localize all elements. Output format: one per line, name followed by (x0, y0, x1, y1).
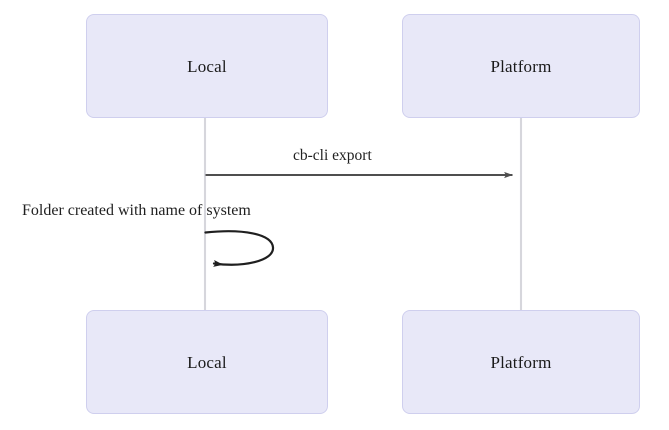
actor-box-local-bottom[interactable]: Local (86, 310, 328, 414)
actor-box-local-top[interactable]: Local (86, 14, 328, 118)
actor-label-platform-top: Platform (490, 56, 552, 76)
actor-label-platform-bottom: Platform (490, 352, 552, 372)
actor-box-platform-bottom[interactable]: Platform (402, 310, 640, 414)
message-label-folder-created: Folder created with name of system (22, 202, 251, 219)
actor-label-local-bottom: Local (187, 352, 227, 372)
actor-label-local-top: Local (187, 56, 227, 76)
message-label-cb-cli-export: cb-cli export (293, 147, 372, 164)
message-self-loop-local (204, 230, 275, 267)
actor-box-platform-top[interactable]: Platform (402, 14, 640, 118)
